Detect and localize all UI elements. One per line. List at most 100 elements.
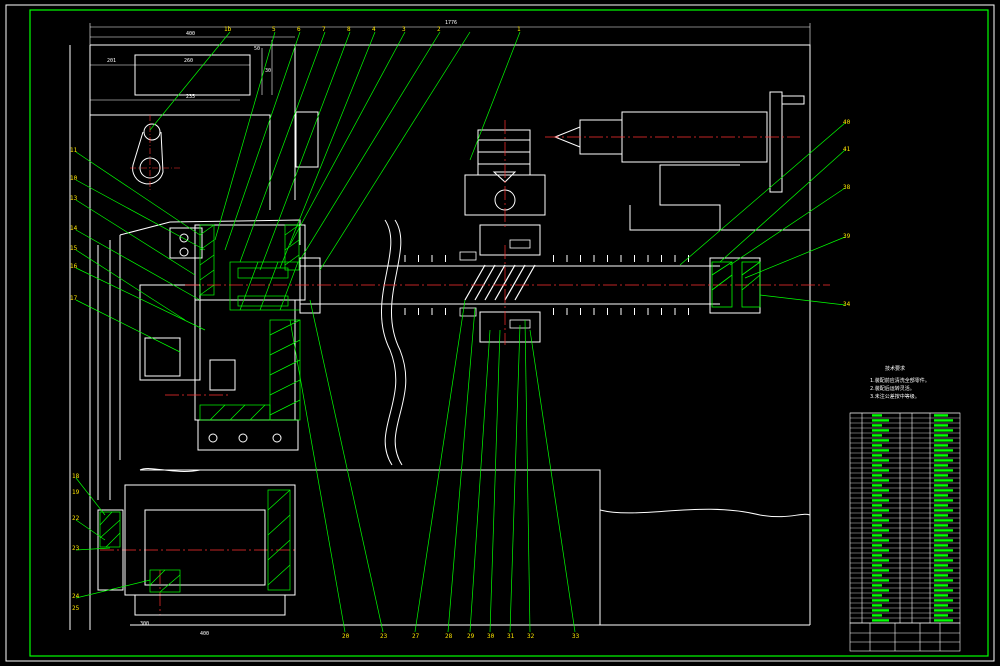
parts-list-cell-text (872, 444, 882, 447)
parts-list-cell-text (872, 584, 882, 587)
drawing-border (5, 4, 995, 662)
parts-list-cell-text (872, 499, 889, 502)
parts-list-cell-text (934, 459, 953, 462)
label-lower-left-22: 22 (72, 515, 80, 522)
parts-list-cell-text (934, 514, 948, 517)
parts-list-cell-text (872, 429, 889, 432)
label-bottom-32: 32 (527, 633, 535, 640)
label-right-41: 41 (843, 146, 851, 153)
label-lower-left-24: 24 (72, 593, 80, 600)
parts-list-cell-text (934, 529, 953, 532)
motor-hatching (99, 489, 291, 593)
parts-list-cell-text (872, 529, 889, 532)
label-right-34: 34 (843, 301, 851, 308)
label-top-6: 6 (297, 26, 301, 33)
parts-list-cell-text (872, 554, 882, 557)
parts-list-cell-text (934, 424, 948, 427)
parts-list-cell-text (872, 594, 882, 597)
machine-bed (69, 44, 811, 630)
parts-list-cell-text (872, 579, 889, 582)
label-right-40: 40 (843, 119, 851, 126)
parts-list-cell-text (934, 519, 953, 522)
parts-list-cell-text (934, 524, 948, 527)
parts-list-cell-text (934, 569, 953, 572)
parts-list-cell-text (872, 464, 882, 467)
parts-list-cell-text (934, 494, 948, 497)
label-bottom-30: 30 (487, 633, 495, 640)
parts-list-cell-text (872, 469, 889, 472)
label-top-8: 8 (347, 26, 351, 33)
overall-dimension: 1776 (445, 20, 457, 26)
parts-list-cell-text (934, 474, 948, 477)
parts-list-cell-text (934, 429, 953, 432)
parts-list-cell-text (934, 509, 953, 512)
label-top-4: 4 (372, 26, 376, 33)
parts-list-cell-text (934, 439, 953, 442)
dimension-201: 201 (107, 58, 116, 64)
parts-list-cell-text (934, 614, 948, 617)
crank-center-lines (130, 115, 180, 190)
tailstock (553, 91, 810, 231)
label-left-16: 16 (70, 263, 78, 270)
label-left-10: 10 (70, 175, 78, 182)
parts-list-cell-text (934, 584, 948, 587)
parts-list-cell-text (872, 619, 889, 622)
parts-list-cell-text (934, 499, 953, 502)
parts-list-cell-text (934, 484, 948, 487)
parts-list-cell-text (934, 414, 948, 417)
parts-list-cell-text (872, 544, 882, 547)
parts-list-cell-text (934, 549, 953, 552)
label-bottom-29: 29 (467, 633, 475, 640)
parts-list-cell-text (872, 614, 882, 617)
dimension-400-bottom: 400 (200, 631, 209, 637)
parts-list-cell-text (934, 559, 953, 562)
parts-list-cell-text (934, 479, 953, 482)
notes-line-2: 2.装配后运转灵活。 (870, 385, 915, 392)
parts-list-cell-text (872, 474, 882, 477)
parts-list-cell-text (934, 534, 948, 537)
parts-list-cell-text (872, 414, 882, 417)
parts-list-cell-text (934, 419, 953, 422)
label-lower-left-18: 18 (72, 473, 80, 480)
dimension-lines (89, 23, 811, 101)
parts-list-cell-text (934, 464, 948, 467)
label-bottom-33: 33 (572, 633, 580, 640)
label-right-38: 38 (843, 184, 851, 191)
label-top-7: 7 (322, 26, 326, 33)
nut-threads (464, 264, 536, 301)
label-bottom-20: 20 (342, 633, 350, 640)
notes-line-3: 3.未注公差按中等级。 (870, 393, 920, 400)
parts-list-cell-text (872, 439, 889, 442)
parts-list-cell-text (934, 539, 953, 542)
parts-list-cell-text (872, 589, 889, 592)
label-left-17: 17 (70, 295, 78, 302)
label-left-13: 13 (70, 195, 78, 202)
parts-list-cell-text (872, 504, 882, 507)
label-top-3: 3 (402, 26, 406, 33)
parts-list-cell-text (934, 609, 953, 612)
leader-lines (75, 31, 846, 633)
label-top-1: 1 (517, 26, 521, 33)
label-bottom-27: 27 (412, 633, 420, 640)
parts-list-cell-text (872, 419, 889, 422)
screw-thread-dashes (404, 255, 689, 315)
leader-labels: 1b 5 6 7 8 4 3 2 1 11 10 13 14 15 16 17 … (70, 26, 851, 640)
dimension-400: 400 (186, 31, 195, 37)
parts-list-cell-text (934, 444, 948, 447)
notes-line-1: 1.装配前应清洗全部零件。 (870, 377, 930, 384)
parts-list-cell-text (934, 599, 953, 602)
parts-list-cell-text (872, 449, 889, 452)
parts-list-cell-text (872, 434, 882, 437)
parts-list-cell-text (934, 564, 948, 567)
parts-list-cell-text (934, 574, 948, 577)
parts-list-cell-text (872, 424, 882, 427)
label-right-39: 39 (843, 233, 851, 240)
parts-list-cell-text (934, 604, 948, 607)
motor (97, 484, 296, 616)
parts-list-cell-text (872, 599, 889, 602)
parts-list-cell-text (872, 454, 882, 457)
parts-list-cell-text (934, 589, 953, 592)
center-lines (100, 120, 830, 615)
dimension-235: 235 (186, 94, 195, 100)
carriage (464, 129, 546, 343)
